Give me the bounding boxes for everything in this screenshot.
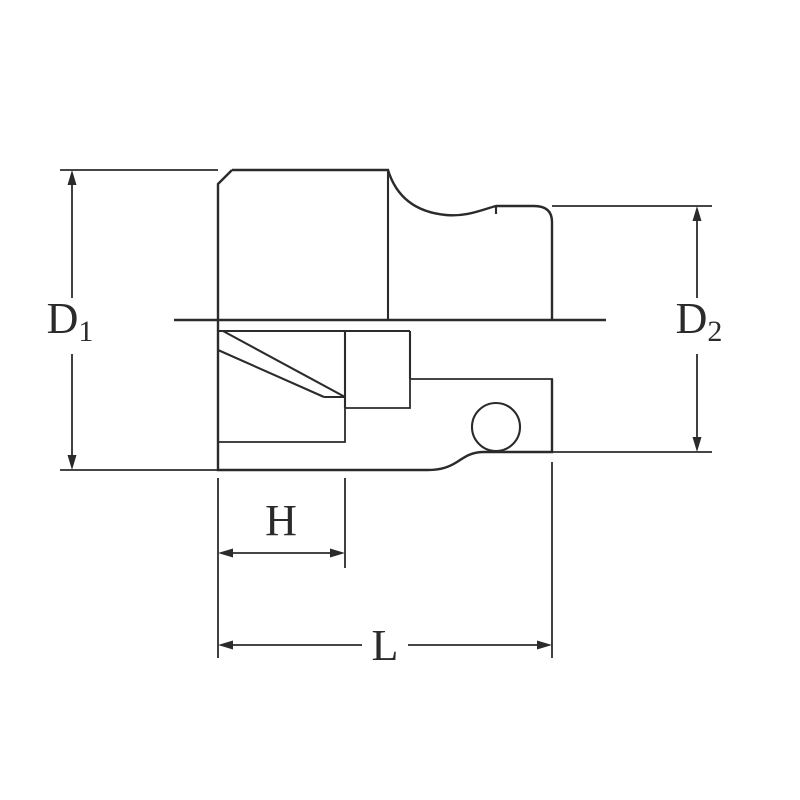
arrowhead-right-h [330, 548, 345, 558]
arrowhead-up-d1 [67, 170, 77, 185]
arrowhead-left-l [218, 640, 233, 650]
dimension-h: H [217, 478, 346, 658]
hatch-region [217, 378, 553, 471]
label-d1: D1 [47, 294, 94, 348]
socket-outline [174, 168, 606, 472]
dimension-l: L [218, 462, 553, 670]
socket-internal-geometry [217, 329, 412, 408]
label-d2: D2 [676, 294, 723, 348]
arrowhead-down-d2 [692, 437, 702, 452]
hex-lead-chamfer-line [217, 349, 325, 398]
arrowhead-left-h [218, 548, 233, 558]
arrowhead-down-d1 [67, 455, 77, 470]
arrowhead-right-l [537, 640, 552, 650]
dimension-d1: D1 [47, 169, 218, 471]
dimension-d2: D2 [552, 205, 723, 453]
arrowhead-up-d2 [692, 206, 702, 221]
section-view [217, 329, 553, 471]
pin-hole [470, 401, 522, 453]
label-l: L [372, 621, 399, 670]
hex-point-chamfer-line [222, 330, 346, 398]
label-h: H [265, 496, 297, 545]
